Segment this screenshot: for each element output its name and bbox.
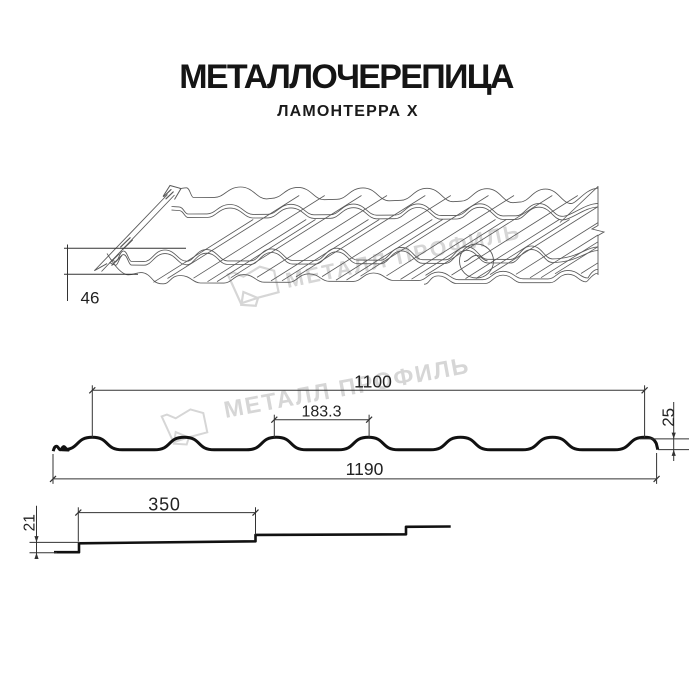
svg-text:МЕТАЛЛ ПРОФИЛЬ: МЕТАЛЛ ПРОФИЛЬ xyxy=(284,219,524,292)
svg-text:21: 21 xyxy=(22,514,39,531)
svg-text:25: 25 xyxy=(659,408,678,427)
svg-text:МЕТАЛЛ ПРОФИЛЬ: МЕТАЛЛ ПРОФИЛЬ xyxy=(222,352,472,423)
svg-text:350: 350 xyxy=(148,495,180,515)
svg-text:1100: 1100 xyxy=(354,372,392,392)
svg-text:183.3: 183.3 xyxy=(301,404,341,421)
svg-text:1190: 1190 xyxy=(346,459,384,479)
svg-text:46: 46 xyxy=(81,289,100,308)
